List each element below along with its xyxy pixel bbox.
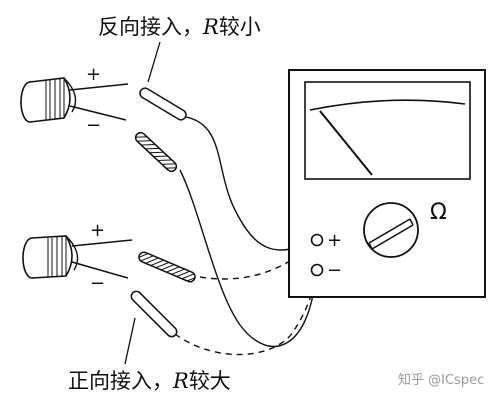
top-hatched-probe bbox=[134, 131, 178, 173]
ohm-symbol: Ω bbox=[430, 200, 447, 225]
bottom-label-prefix: 正向接入， bbox=[68, 369, 173, 393]
top-label-leader bbox=[147, 41, 161, 83]
meter-needle bbox=[319, 110, 373, 176]
top-label: 反向接入，R较小 bbox=[98, 15, 261, 39]
top-white-probe bbox=[139, 87, 187, 121]
bottom-cap-minus-sign: − bbox=[90, 273, 105, 294]
bottom-label-leader bbox=[124, 317, 136, 365]
top-white-probe-wire bbox=[185, 116, 316, 251]
top-label-suffix: 较小 bbox=[219, 15, 261, 39]
bottom-cap-plus-sign: + bbox=[90, 220, 105, 241]
bottom-label-suffix: 较大 bbox=[189, 369, 231, 393]
bottom-label-r: R bbox=[172, 369, 189, 393]
top-cap-plus-sign: + bbox=[86, 64, 101, 85]
watermark: 知乎 @ICspec bbox=[398, 372, 484, 388]
bottom-label: 正向接入，R较大 bbox=[68, 369, 231, 393]
top-label-r: R bbox=[202, 15, 219, 39]
positive-terminal[interactable] bbox=[310, 233, 324, 247]
bottom-white-probe bbox=[130, 290, 178, 338]
bottom-capacitor bbox=[22, 235, 133, 279]
meter-minus-sign: − bbox=[327, 260, 342, 281]
meter-dial-window bbox=[304, 81, 471, 180]
bottom-hatched-probe bbox=[138, 251, 196, 283]
top-cap-minus-sign: − bbox=[86, 115, 101, 136]
top-label-prefix: 反向接入， bbox=[98, 15, 203, 39]
negative-terminal[interactable] bbox=[310, 263, 324, 277]
meter-plus-sign: + bbox=[327, 230, 342, 251]
multimeter: Ω + − bbox=[288, 69, 486, 298]
meter-scale-arc bbox=[309, 99, 466, 111]
top-capacitor bbox=[20, 77, 129, 123]
top-hatched-probe-wire bbox=[179, 169, 317, 348]
range-selector-knob[interactable] bbox=[363, 202, 419, 258]
